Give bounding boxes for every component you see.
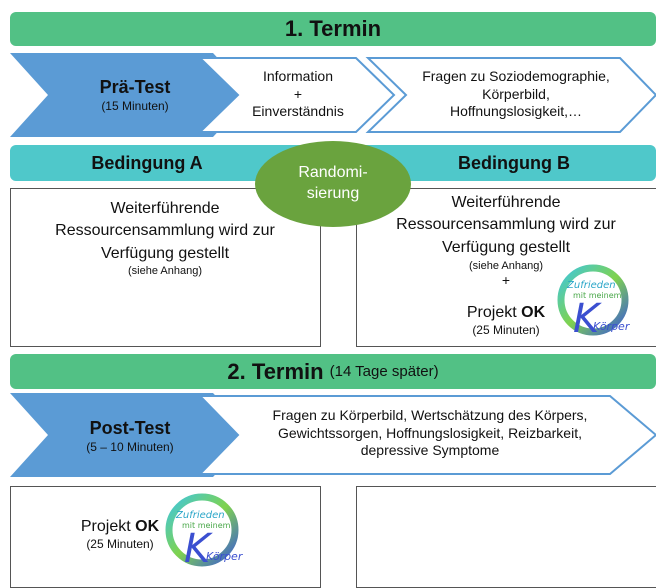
- condition-a-followup-box: [10, 486, 321, 588]
- b-projekt: Projekt OK (25 Minuten): [446, 303, 566, 339]
- pretest-arrow: [10, 53, 252, 137]
- pretest-title: Prä-Test: [99, 77, 171, 97]
- b-projekt-ok: OK: [521, 304, 546, 321]
- fragen-line3: Hoffnungslosigkeit,…: [449, 103, 583, 119]
- termin-2-title: 2. Termin: [227, 358, 324, 384]
- fragen-line2: Körperbild,: [482, 85, 550, 102]
- termin-1-title: 1. Termin: [284, 16, 382, 41]
- c-projekt: Projekt OK (25 Minuten): [60, 517, 180, 553]
- post-fragen-label: Fragen zu Körperbild, Wertschätzung des …: [240, 407, 620, 460]
- logo2-line2: mit meinem: [182, 521, 231, 530]
- pretest-label: Prä-Test (15 Minuten): [60, 76, 210, 114]
- random-line2: sierung: [306, 185, 360, 202]
- condition-b-text: Weiterführende Ressourcensammlung wird z…: [356, 192, 656, 289]
- c-projekt-ok: OK: [135, 518, 160, 535]
- b-plus: +: [501, 272, 511, 289]
- info-line3: Einverständnis: [252, 103, 344, 119]
- logo2-line1: Zufrieden: [176, 510, 225, 521]
- random-line1: Randomi-: [298, 164, 368, 182]
- posttest-title: Post-Test: [89, 418, 171, 438]
- fragen-line1: Fragen zu Soziodemographie,: [422, 68, 610, 84]
- b-line1: Weiterführende: [451, 194, 561, 211]
- bedingung-a-title: Bedingung A: [91, 152, 203, 173]
- logo-ring-icon: [557, 264, 629, 336]
- b-projekt-duration: (25 Minuten): [472, 323, 540, 338]
- logo-ring-icon-2: [165, 493, 239, 567]
- info-line2: +: [293, 85, 303, 102]
- logo-big-k: K: [573, 296, 600, 342]
- a-line3: Verfügung gestellt: [100, 244, 230, 262]
- b-note: (siehe Anhang): [469, 260, 543, 273]
- logo-line3: Körper: [593, 320, 630, 333]
- posttest-label: Post-Test (5 – 10 Minuten): [50, 417, 210, 455]
- c-projekt-prefix: Projekt: [80, 518, 136, 535]
- post-fragen-arrow: [197, 395, 656, 475]
- c-projekt-duration: (25 Minuten): [86, 537, 154, 552]
- a-line1: Weiterführende: [110, 200, 220, 217]
- a-line2: Ressourcensammlung wird zur: [55, 222, 275, 240]
- process-arrows: [10, 53, 656, 477]
- zufrieden-logo-2: Zufrieden mit meinem K Körper: [160, 488, 270, 572]
- logo-line2: mit meinem: [573, 291, 622, 300]
- posttest-arrow: [10, 393, 252, 477]
- condition-a-text: Weiterführende Ressourcensammlung wird z…: [10, 198, 320, 278]
- logo2-line3: Körper: [206, 550, 243, 563]
- information-label: Information + Einverständnis: [228, 68, 368, 121]
- logo-line1: Zufrieden: [567, 280, 616, 291]
- condition-a-box: [10, 188, 321, 347]
- condition-b-followup-box: [356, 486, 656, 588]
- b-projekt-prefix: Projekt: [466, 304, 522, 321]
- post-fragen-line1: Fragen zu Körperbild, Wertschätzung des …: [272, 407, 588, 423]
- a-note: (siehe Anhang): [128, 265, 202, 278]
- fragen-label: Fragen zu Soziodemographie, Körperbild, …: [396, 68, 636, 121]
- b-line2: Ressourcensammlung wird zur: [396, 216, 616, 234]
- posttest-duration: (5 – 10 Minuten): [86, 439, 174, 454]
- post-fragen-line2: Gewichtssorgen, Hoffnungslosigkeit, Reiz…: [277, 424, 582, 441]
- termin-2-subtitle: (14 Tage später): [329, 363, 439, 380]
- zufrieden-logo: Zufrieden mit meinem K Körper: [553, 258, 653, 346]
- termin-2-bar: 2. Termin (14 Tage später): [10, 354, 656, 389]
- termin-1-bar: 1. Termin: [10, 12, 656, 46]
- b-line3: Verfügung gestellt: [441, 238, 571, 256]
- bedingung-b-title: Bedingung B: [458, 152, 570, 173]
- post-fragen-line3: depressive Symptome: [360, 442, 500, 458]
- fragen-arrow: [365, 57, 656, 133]
- information-arrow: [197, 57, 396, 133]
- logo2-big-k: K: [184, 526, 211, 572]
- randomisierung-oval: Randomi- sierung: [255, 141, 411, 227]
- pretest-duration: (15 Minuten): [101, 98, 169, 113]
- info-line1: Information: [262, 68, 334, 84]
